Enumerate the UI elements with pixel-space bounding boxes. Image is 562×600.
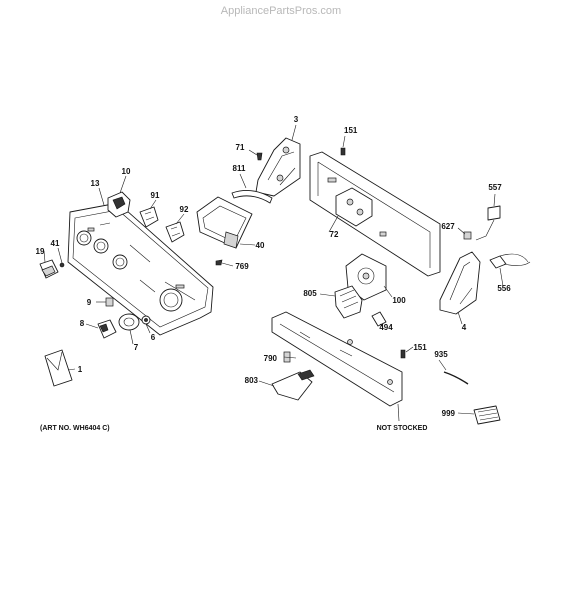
callout-769: 769 [235, 262, 249, 271]
callout-556: 556 [497, 284, 511, 293]
power-cord-part-557 [475, 205, 501, 241]
callout-6: 6 [151, 333, 156, 342]
screw-part-71 [256, 152, 263, 161]
not-stocked-note: NOT STOCKED [377, 425, 428, 432]
wire-part-935 [443, 371, 469, 385]
part-803 [271, 369, 315, 401]
callout-100: 100 [392, 296, 406, 305]
switch-part-91 [139, 206, 159, 228]
callout-811: 811 [233, 164, 246, 173]
backsplash-part-72 [309, 151, 441, 277]
switch-part-9 [105, 297, 114, 307]
leader-lines [43, 124, 504, 422]
callout-790: 790 [264, 354, 278, 363]
clip-part-41 [59, 262, 65, 268]
literature-part-1 [44, 349, 73, 387]
callout-labels: 3 151 71 10 13 811 91 92 557 627 72 40 1… [36, 115, 512, 432]
screw-part-151-bottom [400, 349, 406, 359]
callout-92: 92 [180, 205, 189, 214]
callout-9: 9 [87, 298, 92, 307]
callout-91: 91 [151, 191, 160, 200]
dial-part-7 [118, 313, 140, 331]
control-board-part-40 [196, 196, 253, 249]
bracket-part-3 [255, 137, 301, 197]
callout-494: 494 [379, 323, 393, 332]
callout-13: 13 [91, 179, 100, 188]
bracket-part-4 [439, 251, 481, 315]
switch-block-part-805 [334, 285, 363, 319]
rear-panel-not-stocked [271, 311, 403, 407]
callout-1: 1 [78, 365, 83, 374]
callout-557: 557 [488, 183, 502, 192]
callout-999: 999 [442, 409, 456, 418]
lid-switch-part-494 [371, 311, 387, 327]
callout-41: 41 [51, 239, 60, 248]
knob-part-8 [97, 319, 117, 339]
screw-part-6 [141, 315, 151, 325]
callout-4: 4 [462, 323, 467, 332]
callout-935: 935 [434, 350, 448, 359]
art-number-note: (ART NO. WH6404 C) [40, 425, 110, 432]
callout-151-top: 151 [344, 126, 358, 135]
pressure-switch-part-100 [345, 253, 387, 301]
control-panel-part-13 [67, 202, 214, 336]
screw-part-769 [215, 259, 223, 266]
part-999 [473, 405, 501, 425]
harness-part-556 [489, 253, 531, 269]
callout-805: 805 [303, 289, 317, 298]
callout-19: 19 [36, 247, 45, 256]
callout-3: 3 [294, 115, 299, 124]
knob-part-19 [39, 259, 59, 279]
callout-10: 10 [122, 167, 131, 176]
switch-part-92 [165, 221, 185, 243]
screw-part-151-top [340, 147, 346, 156]
clamp-part-627 [463, 231, 472, 240]
callout-7: 7 [134, 343, 139, 352]
timer-part-10 [107, 191, 131, 218]
callout-151-bottom: 151 [413, 343, 427, 352]
callout-71: 71 [236, 143, 245, 152]
callout-627: 627 [441, 222, 455, 231]
callout-72: 72 [330, 230, 339, 239]
harness-part-811 [231, 189, 273, 204]
watermark-text: AppliancePartsPros.com [220, 5, 342, 17]
callout-803: 803 [245, 376, 259, 385]
callout-40: 40 [256, 241, 265, 250]
callout-8: 8 [80, 319, 85, 328]
